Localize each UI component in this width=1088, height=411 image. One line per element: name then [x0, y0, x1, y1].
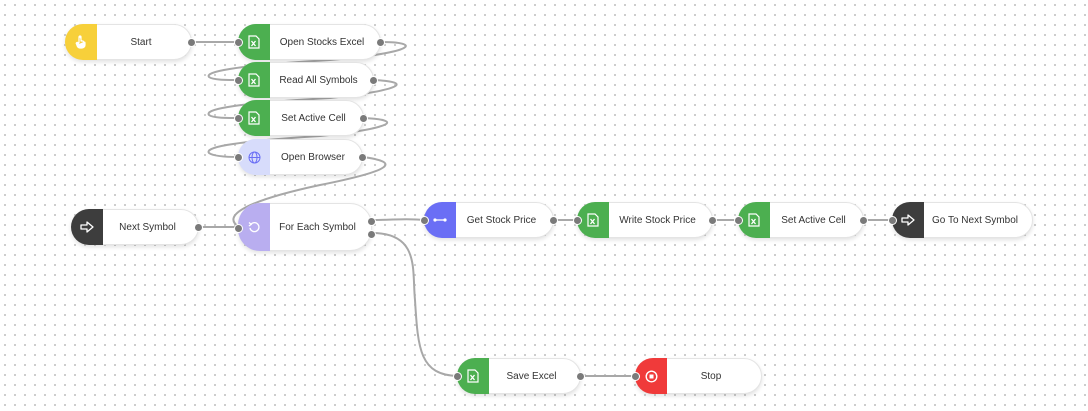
node-go-to-next-symbol-input-port[interactable] — [888, 216, 897, 225]
arrow-right-icon — [80, 221, 94, 233]
node-set-active-cell-output-port[interactable] — [359, 114, 368, 123]
node-get-stock-price-output-port[interactable] — [549, 216, 558, 225]
node-get-stock-price[interactable]: Get Stock Price — [420, 202, 558, 238]
edge-for-each-to-save-excel — [371, 232, 459, 377]
excel-icon — [248, 35, 260, 49]
node-next-symbol-output-port[interactable] — [194, 223, 203, 232]
node-set-active-cell-label: Set Active Cell — [281, 112, 346, 124]
globe-icon — [248, 151, 260, 163]
node-stop-label: Stop — [700, 370, 722, 382]
node-for-each-symbol[interactable]: For Each Symbol — [234, 203, 376, 251]
node-open-browser-icon-box — [238, 139, 270, 175]
node-for-each-symbol-done-port[interactable] — [367, 230, 376, 239]
node-set-active-cell-2-label: Set Active Cell — [781, 214, 846, 226]
node-go-to-next-symbol[interactable]: Go To Next Symbol — [888, 202, 1033, 238]
node-set-active-cell-2[interactable]: Set Active Cell — [734, 202, 868, 238]
node-set-active-cell-icon-box — [238, 100, 270, 136]
node-write-stock-price-output-port[interactable] — [708, 216, 717, 225]
hand-pointer-icon — [75, 35, 86, 49]
node-get-stock-price-icon-box — [424, 202, 456, 238]
arrow-right-icon — [901, 214, 915, 226]
node-open-stocks-excel-output-port[interactable] — [376, 38, 385, 47]
node-for-each-symbol-icon-box — [238, 203, 270, 251]
node-stop[interactable]: Stop — [631, 358, 762, 394]
node-read-all-symbols[interactable]: Read All Symbols — [234, 62, 378, 98]
node-save-excel[interactable]: Save Excel — [453, 358, 585, 394]
node-start-output-port[interactable] — [187, 38, 196, 47]
stop-icon — [644, 369, 658, 383]
node-open-browser[interactable]: Open Browser — [234, 139, 367, 175]
node-start[interactable]: Start — [65, 24, 196, 60]
node-stop-input-port[interactable] — [631, 372, 640, 381]
node-write-stock-price-input-port[interactable] — [573, 216, 582, 225]
node-read-all-symbols-input-port[interactable] — [234, 76, 243, 85]
node-start-icon-box — [65, 24, 97, 60]
node-set-active-cell[interactable]: Set Active Cell — [234, 100, 368, 136]
node-write-stock-price-label: Write Stock Price — [619, 214, 696, 226]
node-save-excel-icon-box — [457, 358, 489, 394]
node-next-symbol-label: Next Symbol — [119, 221, 176, 233]
node-set-active-cell-input-port[interactable] — [234, 114, 243, 123]
node-next-symbol-icon-box — [71, 209, 103, 245]
loop-icon — [248, 221, 260, 232]
node-go-to-next-symbol-icon-box — [892, 202, 924, 238]
node-write-stock-price-icon-box — [577, 202, 609, 238]
node-open-stocks-excel[interactable]: Open Stocks Excel — [234, 24, 385, 60]
excel-icon — [248, 111, 260, 125]
excel-icon — [587, 213, 599, 227]
node-set-active-cell-2-icon-box — [738, 202, 770, 238]
node-open-stocks-excel-label: Open Stocks Excel — [279, 36, 365, 48]
node-read-all-symbols-label: Read All Symbols — [279, 74, 358, 86]
node-open-stocks-excel-input-port[interactable] — [234, 38, 243, 47]
node-get-stock-price-input-port[interactable] — [420, 216, 429, 225]
node-stop-icon-box — [635, 358, 667, 394]
node-save-excel-input-port[interactable] — [453, 372, 462, 381]
node-for-each-symbol-loop-port[interactable] — [367, 217, 376, 226]
node-read-all-symbols-output-port[interactable] — [369, 76, 378, 85]
node-save-excel-label: Save Excel — [506, 370, 557, 382]
node-open-browser-output-port[interactable] — [358, 153, 367, 162]
excel-icon — [248, 73, 260, 87]
node-next-symbol[interactable]: Next Symbol — [71, 209, 203, 245]
excel-icon — [748, 213, 760, 227]
node-read-all-symbols-icon-box — [238, 62, 270, 98]
node-save-excel-output-port[interactable] — [576, 372, 585, 381]
node-for-each-symbol-label: For Each Symbol — [279, 221, 356, 233]
excel-icon — [467, 369, 479, 383]
node-set-active-cell-2-output-port[interactable] — [859, 216, 868, 225]
node-open-stocks-excel-icon-box — [238, 24, 270, 60]
node-for-each-symbol-input-port[interactable] — [234, 224, 243, 233]
node-start-label: Start — [130, 36, 152, 48]
node-write-stock-price[interactable]: Write Stock Price — [573, 202, 717, 238]
node-go-to-next-symbol-label: Go To Next Symbol — [932, 214, 1018, 226]
edge-for-each-to-get-stock-price — [371, 218, 426, 221]
node-open-browser-input-port[interactable] — [234, 153, 243, 162]
node-get-stock-price-label: Get Stock Price — [466, 214, 537, 226]
node-set-active-cell-2-input-port[interactable] — [734, 216, 743, 225]
connector-icon — [433, 218, 447, 222]
node-open-browser-label: Open Browser — [281, 151, 345, 163]
